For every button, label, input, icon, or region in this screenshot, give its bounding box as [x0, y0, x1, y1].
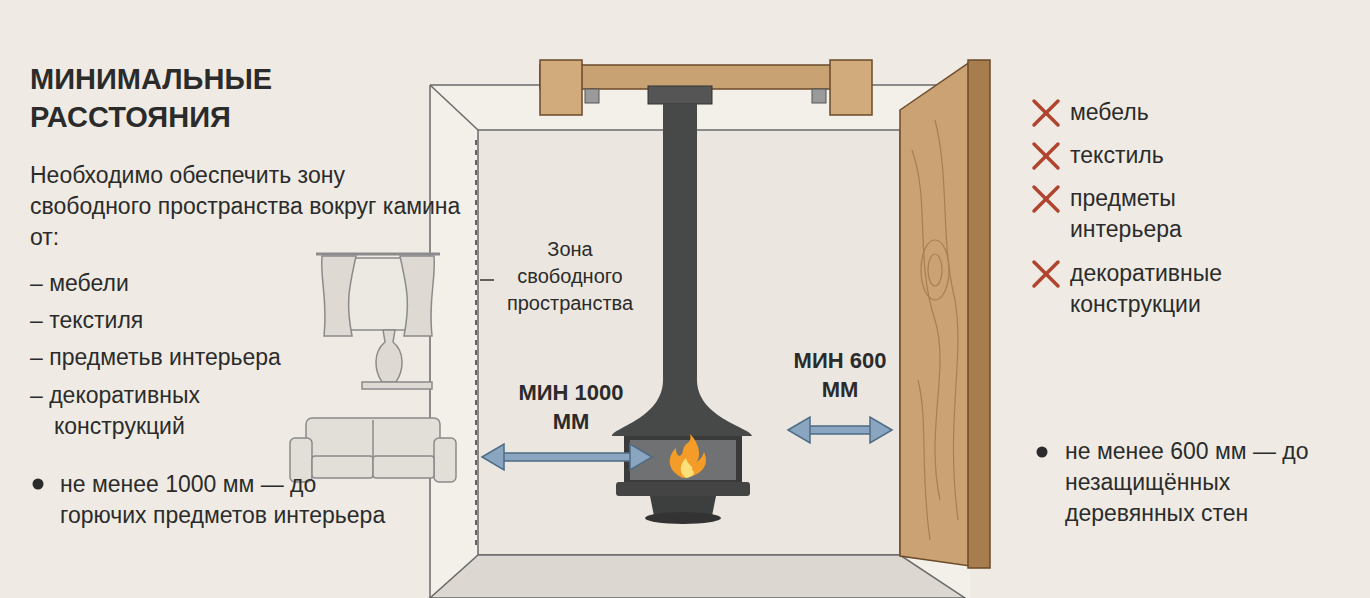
intro-text: Необходимо обеспечить зону свободного пр…: [30, 160, 470, 253]
beam-end: [540, 60, 582, 115]
bullet-dot: [1037, 447, 1048, 458]
zone-leader: [480, 279, 494, 281]
list-item: – текстиля: [30, 305, 290, 336]
base-ring: [616, 482, 750, 496]
list-item: – декоративных конструкций: [30, 380, 280, 442]
bracket: [585, 89, 599, 103]
bullet-note: не менее 600 мм — до незащищённых деревя…: [1065, 436, 1355, 529]
wooden-wall: [900, 62, 970, 566]
curtain-icon: [316, 254, 440, 336]
vase-icon: [362, 330, 432, 389]
cross-mark: [1034, 101, 1058, 286]
zone-label: Зона свободного пространства: [495, 236, 645, 317]
bracket: [812, 89, 826, 103]
ceiling-flange: [648, 86, 712, 104]
flame: [670, 434, 706, 478]
side-line: [429, 85, 431, 598]
prohibited-item: мебель: [1070, 97, 1310, 128]
wood-grain: [912, 120, 958, 540]
floor: [430, 555, 965, 598]
dimension-arrow: [788, 417, 892, 443]
perspective-line: [430, 85, 478, 130]
flame-core: [681, 458, 694, 478]
dimension-label: МИН 600 ММ: [776, 346, 904, 404]
hood: [612, 380, 752, 436]
chimney-pipe: [663, 104, 697, 384]
zone-dashed-line: [475, 140, 477, 550]
list-item: – мебели: [30, 268, 290, 299]
room-ground: [430, 85, 970, 598]
beam-end: [830, 60, 872, 115]
prohibited-item: текстиль: [1070, 140, 1310, 171]
section-heading: МИНИМАЛЬНЫЕ РАССТОЯНИЯ: [30, 60, 350, 136]
bullet-note: не менее 1000 мм — до горючих предметов …: [60, 469, 400, 531]
dimension-label: МИН 1000 ММ: [506, 378, 636, 436]
dimension-arrow: [482, 444, 652, 470]
prohibited-item: декоративные конструкции: [1070, 258, 1310, 320]
prohibited-item: предметы интерьера: [1070, 183, 1270, 245]
ceiling-beam: [540, 65, 870, 89]
pedestal-foot: [645, 512, 721, 524]
list-item: – предметьв интерьера: [30, 342, 360, 373]
bullet-dot: [33, 479, 44, 490]
wall-edge: [968, 60, 990, 568]
